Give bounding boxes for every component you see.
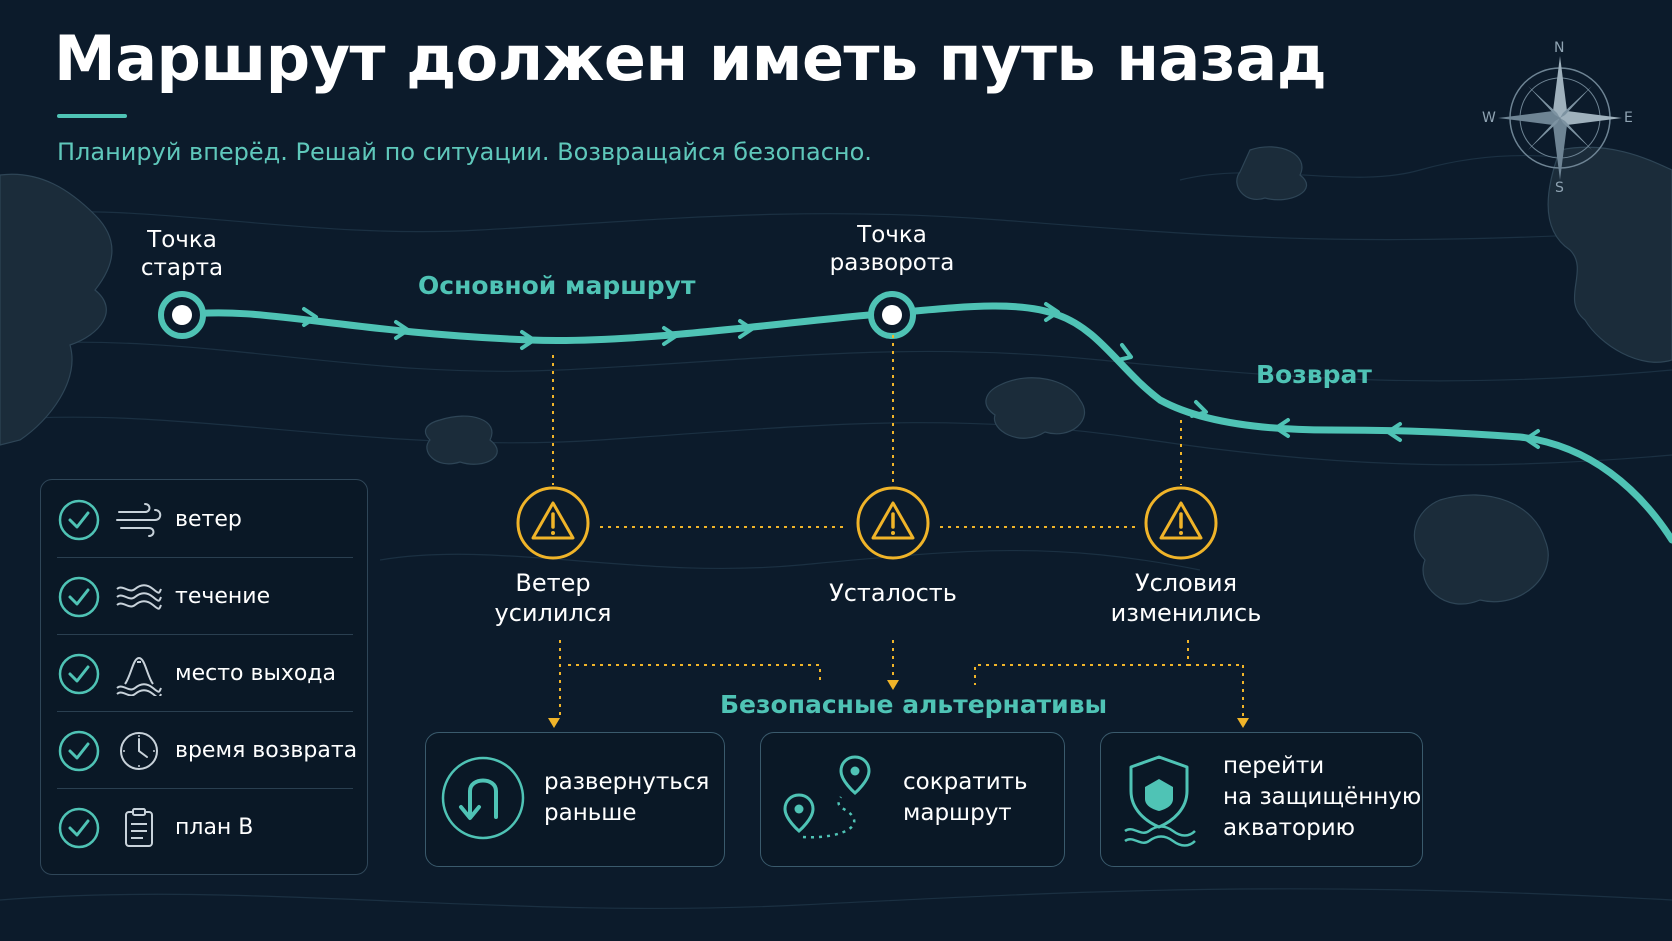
current-icon (116, 583, 162, 610)
route-chevrons (302, 302, 1540, 449)
checklist-label-launch-site: место выхода (175, 661, 337, 686)
page-subtitle: Планируй вперёд. Решай по ситуации. Возв… (57, 138, 872, 166)
checklist-label-plan-b: план B (175, 815, 254, 840)
short-route-icon (783, 755, 871, 839)
alternative-shorten-route: сократить маршрут (760, 732, 1065, 867)
warning-icon (1144, 486, 1218, 560)
start-node (158, 291, 206, 339)
checklist-item-wind: ветер (57, 481, 353, 558)
checklist-label-wind: ветер (175, 507, 242, 532)
check-circle-icon (58, 807, 100, 848)
alt-protected-text: перейти на защищённую акваторию (1223, 751, 1421, 844)
alt-turn-back-text: развернуться раньше (544, 767, 709, 829)
start-label-line2: старта (140, 255, 224, 281)
hazard-wind-line1: Ветер (515, 569, 591, 597)
check-circle-icon (58, 653, 100, 694)
checklist-label-current: течение (175, 584, 271, 609)
checklist-item-launch-site: место выхода (57, 635, 353, 712)
alt-protected-line2: на защищённую (1223, 784, 1422, 810)
turnaround-point-label: Точка разворота (822, 221, 962, 277)
alternatives-title: Безопасные альтернативы (720, 690, 1108, 719)
checklist-panel: ветер течение (40, 479, 368, 875)
title-underline (57, 114, 127, 118)
hazard-connectors (552, 335, 1244, 720)
hazard-conditions-line1: Условия (1134, 569, 1238, 597)
compass-west: W (1482, 110, 1496, 126)
row-divider (57, 788, 353, 789)
hazard-conditions-line2: изменились (1110, 599, 1262, 627)
start-label-line1: Точка (147, 227, 217, 253)
row-divider (57, 634, 353, 635)
check-circle-icon (58, 499, 100, 540)
turn-label-line1: Точка (857, 222, 927, 248)
check-circle-icon (58, 730, 100, 771)
compass-rose-icon (1498, 56, 1622, 180)
check-circle-icon (58, 576, 100, 617)
checklist-item-return-time: время возврата (57, 712, 357, 789)
alt-shorten-text: сократить маршрут (903, 767, 1028, 829)
main-route-line (178, 302, 1672, 544)
clock-icon (120, 731, 158, 770)
alt-protected-line1: перейти (1223, 753, 1325, 779)
compass-north: N (1554, 40, 1565, 56)
start-point-label: Точка старта (132, 226, 232, 282)
turnaround-node (868, 291, 916, 339)
alt-shorten-line1: сократить (903, 769, 1028, 795)
compass-east: E (1624, 110, 1633, 126)
hazard-wind-line2: усилился (494, 599, 612, 627)
hazard-wind-label: Ветер усилился (473, 568, 633, 628)
hazard-warning-icons (516, 486, 1218, 560)
connector-arrowheads (548, 680, 1249, 728)
u-turn-icon (441, 756, 525, 840)
checklist-item-current: течение (57, 558, 353, 635)
alt-shorten-line2: маршрут (903, 800, 1012, 826)
page-title: Маршрут должен иметь путь назад (54, 22, 1327, 95)
warning-icon (856, 486, 930, 560)
checklist-label-return-time: время возврата (175, 738, 358, 763)
alt-turn-back-line2: раньше (544, 800, 637, 826)
warning-icon (516, 486, 590, 560)
hazard-conditions-label: Условия изменились (1096, 568, 1276, 628)
row-divider (57, 557, 353, 558)
map-landmasses (0, 146, 1672, 605)
alternative-protected-water: перейти на защищённую акваторию (1100, 732, 1423, 867)
checklist-item-plan-b: план B (57, 789, 353, 866)
alt-protected-line3: акваторию (1223, 815, 1356, 841)
alt-turn-back-line1: развернуться (544, 769, 710, 795)
alternative-turn-back-early: развернуться раньше (425, 732, 725, 867)
wind-icon (116, 502, 162, 537)
shield-water-icon (1124, 755, 1196, 847)
launch-site-icon (116, 656, 162, 696)
row-divider (57, 711, 353, 712)
clipboard-icon (125, 807, 153, 847)
compass-south: S (1555, 180, 1564, 196)
main-route-label: Основной маршрут (418, 271, 696, 300)
hazard-fatigue-label: Усталость (829, 579, 957, 607)
turn-label-line2: разворота (829, 250, 955, 276)
return-route-label: Возврат (1256, 360, 1372, 389)
